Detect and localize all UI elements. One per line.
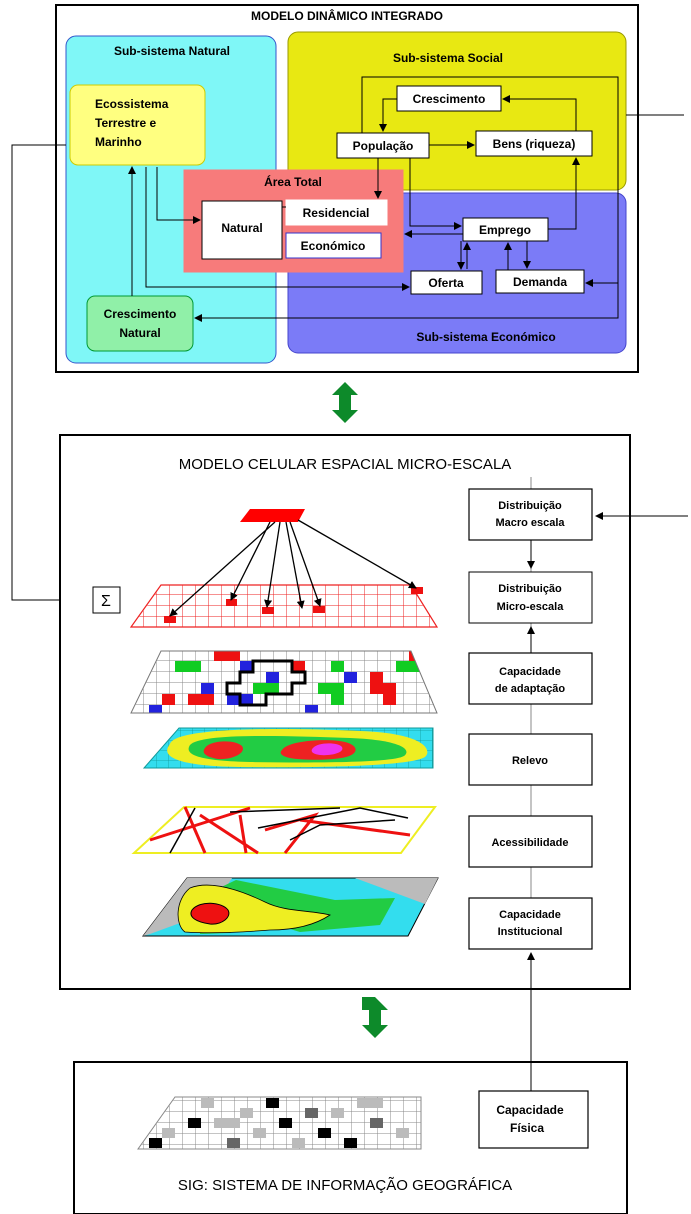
relief-label: Relevo xyxy=(512,755,548,767)
adaptation-capacity-label-1: Capacidade xyxy=(499,666,561,678)
institutional-layer xyxy=(141,877,439,937)
double-arrow-top xyxy=(332,382,358,423)
red-cell xyxy=(411,587,423,594)
micro-distribution-label-1: Distribuição xyxy=(498,583,562,595)
physical-capacity-node: Capacidade Física xyxy=(478,952,589,1149)
micro-distribution-box xyxy=(468,571,593,624)
area-residential-label: Residencial xyxy=(303,206,370,220)
red-grid-layer xyxy=(129,519,439,628)
population-label: População xyxy=(353,139,414,153)
integrated-model-connectors xyxy=(128,76,684,322)
macro-distribution-label-1: Distribuição xyxy=(498,500,562,512)
macro-distribution-label-2: Macro escala xyxy=(495,517,565,529)
relief-box xyxy=(468,733,593,786)
double-arrow-bottom xyxy=(362,997,388,1038)
ecosystem-node: Ecossistema Terrestre e Marinho xyxy=(69,84,206,166)
institutional-capacity-label-2: Institucional xyxy=(498,926,563,938)
gis-grid-layer xyxy=(137,1096,422,1150)
social-subsystem-title: Sub-sistema Social xyxy=(393,51,503,65)
adaptation-grid-layer xyxy=(130,650,438,714)
natural-growth-label-1: Crescimento xyxy=(104,307,177,321)
area-residential-box xyxy=(285,199,388,226)
adaptation-capacity-label-2: de adaptação xyxy=(495,683,566,695)
red-cell xyxy=(164,616,176,623)
economic-subsystem-title: Sub-sistema Económico xyxy=(416,330,555,344)
relief-layer xyxy=(142,727,434,769)
goods-node: Bens (riqueza) xyxy=(475,130,593,157)
accessibility-label: Acessibilidade xyxy=(491,837,568,849)
institutional-capacity-box xyxy=(468,897,593,950)
goods-label: Bens (riqueza) xyxy=(493,137,576,151)
supply-label: Oferta xyxy=(428,276,464,290)
demand-label: Demanda xyxy=(513,275,567,289)
cellular-model-title: MODELO CELULAR ESPACIAL MICRO-ESCALA xyxy=(179,456,512,473)
adaptation-capacity-box xyxy=(468,652,593,705)
gis-title: SIG: SISTEMA DE INFORMAÇÃO GEOGRÁFICA xyxy=(178,1177,512,1194)
growth-label: Crescimento xyxy=(413,92,486,106)
natural-subsystem-title: Sub-sistema Natural xyxy=(114,44,230,58)
red-cell xyxy=(313,606,325,613)
area-natural-label: Natural xyxy=(221,221,262,235)
accessibility-box xyxy=(468,815,593,868)
macro-cell-layer xyxy=(240,509,305,522)
red-cell xyxy=(226,599,237,606)
growth-node: Crescimento xyxy=(396,85,502,112)
ecosystem-label-1: Ecossistema xyxy=(95,97,169,111)
accessibility-layer xyxy=(131,806,437,855)
natural-growth-node: Crescimento Natural xyxy=(86,295,194,352)
area-economic-box xyxy=(285,232,382,259)
physical-capacity-label-2: Física xyxy=(510,1121,544,1135)
physical-capacity-label-1: Capacidade xyxy=(496,1103,564,1117)
population-node: População xyxy=(336,132,430,159)
integrated-model-title: MODELO DINÂMICO INTEGRADO xyxy=(251,8,443,23)
natural-growth-label-2: Natural xyxy=(119,326,160,340)
sum-node: Σ xyxy=(92,586,121,614)
area-natural-box xyxy=(201,200,283,260)
red-cell xyxy=(262,607,274,614)
institutional-capacity-label-1: Capacidade xyxy=(499,909,561,921)
ecosystem-label-2: Terrestre e xyxy=(95,116,156,130)
macro-distribution-box xyxy=(468,488,593,541)
supply-node: Oferta xyxy=(410,270,483,295)
employment-label: Emprego xyxy=(479,223,531,237)
sum-symbol: Σ xyxy=(101,593,111,610)
area-economic-label: Económico xyxy=(301,239,366,253)
ecosystem-label-3: Marinho xyxy=(95,135,142,149)
total-area-title: Área Total xyxy=(264,174,322,189)
total-area-node: Área Total Natural Residencial Económico xyxy=(183,169,404,273)
layer-label-column: Distribuição Macro escala Distribuição M… xyxy=(468,477,688,950)
employment-node: Emprego xyxy=(462,217,549,242)
micro-distribution-label-2: Micro-escala xyxy=(497,601,565,613)
demand-node: Demanda xyxy=(495,269,585,294)
